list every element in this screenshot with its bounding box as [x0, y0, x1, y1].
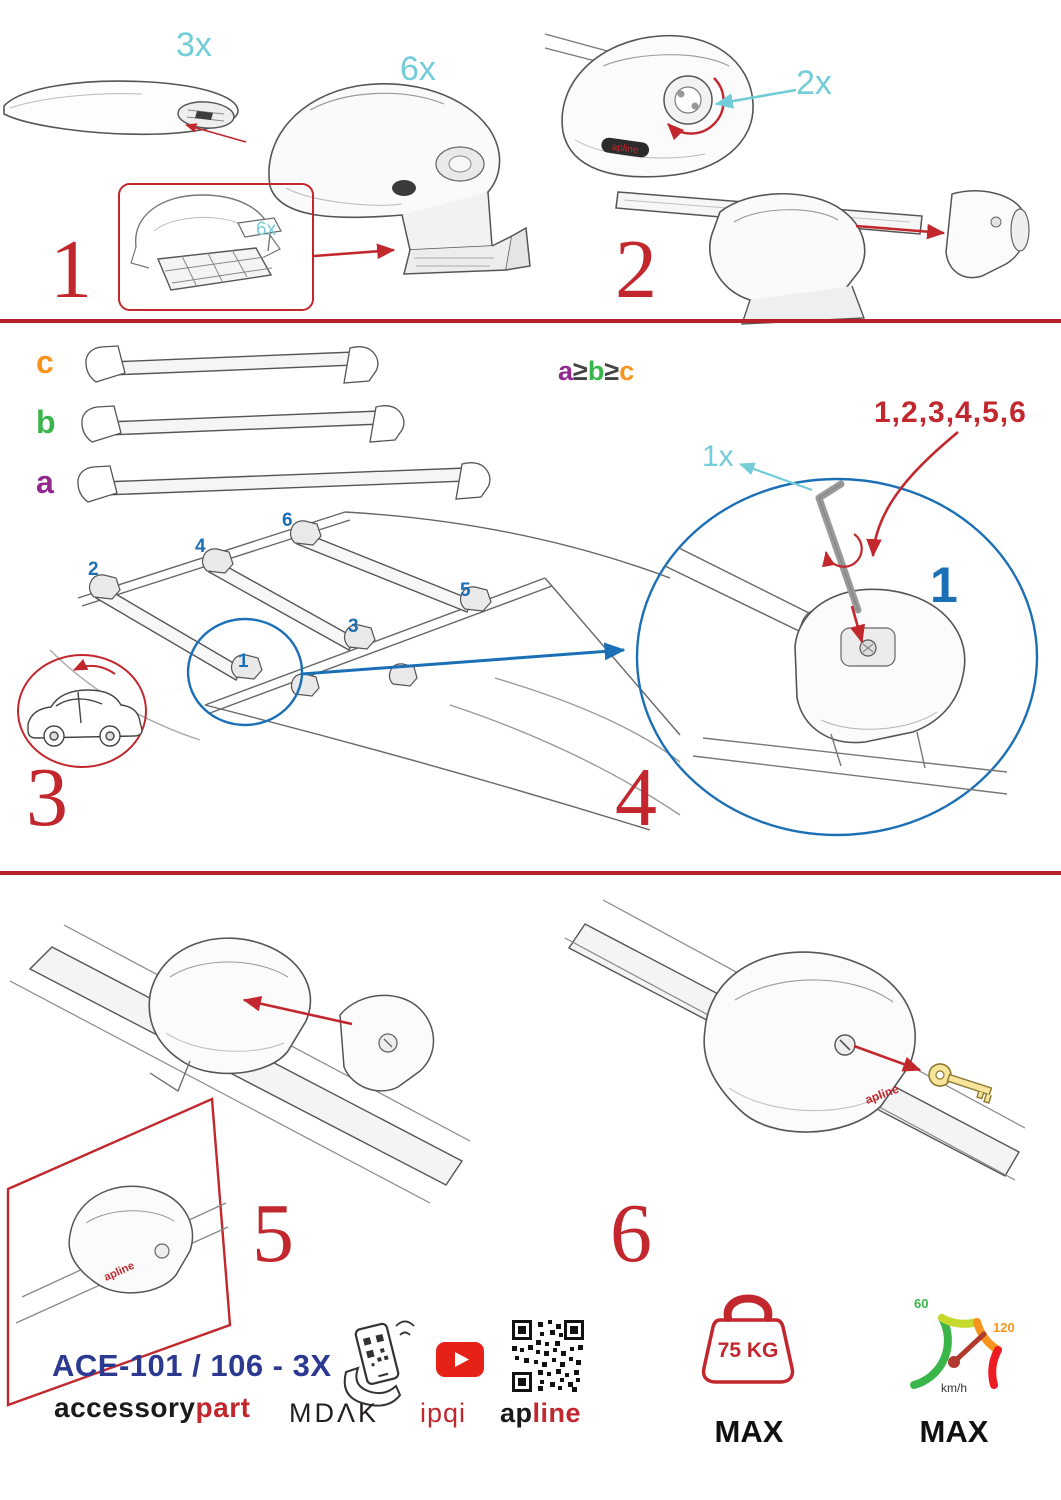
apline-logo: apline: [500, 1398, 581, 1429]
roof-rail-under-foot: [692, 731, 1008, 795]
foot-body: [709, 192, 866, 325]
position-4: 4: [195, 536, 206, 557]
crossbar-a: [77, 462, 491, 503]
bar-label-a: a: [36, 464, 54, 500]
bar-label-c: c: [36, 344, 54, 380]
crossbars-stack-drawing: [77, 345, 491, 503]
bar-label-b: b: [36, 404, 56, 440]
rule-ge-1: ≥: [573, 356, 588, 386]
max-load-value: 75 KG: [718, 1339, 779, 1362]
rule-b: b: [587, 356, 605, 386]
brand-badge: apline: [601, 137, 650, 158]
bar-endcap-drawing: [615, 190, 1030, 325]
qr-code: [512, 1320, 584, 1392]
max-load-icon: 75 KG: [701, 1294, 795, 1384]
torque-detail-drawing: [635, 477, 1039, 837]
end-cap: [945, 190, 1030, 279]
speed-high-tick: 120: [993, 1320, 1015, 1335]
max-speed-icon: 60 120 km/h: [910, 1296, 1015, 1395]
scan-qr-phone-icon: [343, 1320, 415, 1407]
crossbar-profile-drawing: [3, 80, 239, 136]
max-speed-label: MAX: [919, 1414, 989, 1449]
size-rule: a≥b≥c: [558, 356, 634, 387]
position-6: 6: [282, 510, 293, 531]
section-divider-2: [0, 871, 1061, 875]
key: [928, 1063, 993, 1104]
youtube-icon: [436, 1342, 484, 1377]
crossbar-body: [3, 80, 239, 136]
speed-unit: km/h: [941, 1381, 967, 1395]
speed-needle: [951, 1331, 987, 1365]
crossbar-c: [85, 345, 379, 384]
step-4-number: 4: [615, 751, 657, 844]
inset-foot: apline: [68, 1185, 194, 1294]
step-2-number: 2: [615, 223, 657, 316]
bar-into-foot: [664, 547, 821, 638]
model-number: ACE-101 / 106 - 3X: [52, 1348, 332, 1383]
speed-low-tick: 60: [914, 1296, 928, 1311]
step-3-number: 3: [26, 751, 68, 844]
foot-cover: [268, 82, 501, 220]
rubber-pad: [156, 217, 282, 291]
position-5: 5: [460, 580, 471, 601]
pad-detail-drawing: [130, 194, 282, 291]
apline-logo-black: ap: [500, 1398, 533, 1428]
section-divider-1: [0, 319, 1061, 323]
rule-ge-2: ≥: [604, 356, 620, 386]
max-load-label: MAX: [714, 1414, 784, 1449]
crossbar-b: [81, 405, 405, 443]
position-1: 1: [238, 651, 249, 672]
mounted-crossbars: [95, 531, 473, 681]
step-6-number: 6: [610, 1187, 652, 1280]
inset-circle: [17, 654, 147, 768]
apline-logo-red: line: [532, 1398, 582, 1428]
ipqi-logo: ipqi: [420, 1398, 467, 1428]
brand-badge: [392, 180, 416, 196]
tool-quantity-label: 1x: [702, 440, 734, 473]
foot-clamp-base: [401, 191, 531, 275]
knob-quantity-label: 2x: [796, 64, 832, 102]
magnifier-circle: [635, 477, 1039, 837]
mdak-logo: MDΛK: [289, 1398, 380, 1428]
rule-a: a: [558, 356, 574, 386]
cover-install-drawing: [9, 924, 471, 1204]
tightening-sequence-label: 1,2,3,4,5,6: [874, 396, 1027, 429]
position-2: 2: [88, 559, 99, 580]
locked-foot-inset: apline: [6, 1097, 232, 1407]
bar-quantity-label: 3x: [176, 26, 212, 64]
apline-logo-text: apline: [611, 142, 639, 157]
adjustment-knob: [663, 75, 713, 125]
car-side-view: [27, 689, 143, 747]
car-direction-inset: [17, 654, 147, 768]
pad-quantity-label: 6x: [256, 219, 277, 240]
foot-body: [544, 33, 754, 178]
sequence-first-number: 1: [930, 557, 958, 613]
accessorypart-logo: accessorypart: [54, 1392, 250, 1424]
step-5-number: 5: [252, 1187, 294, 1280]
pad-detail-inset: 6x: [118, 183, 314, 311]
allen-key: [815, 480, 862, 614]
accessorypart-logo-red: part: [195, 1392, 251, 1423]
foot-assembly-drawing: [268, 82, 531, 275]
key-lock-drawing: apline: [564, 899, 1026, 1181]
lock-cover-piece: [339, 994, 435, 1092]
step-1-number: 1: [50, 223, 92, 316]
position-3: 3: [348, 616, 359, 637]
rule-c: c: [619, 356, 635, 386]
foot-quantity-label: 6x: [400, 50, 436, 88]
accessorypart-logo-black: accessory: [54, 1392, 196, 1423]
mounted-foot: [148, 937, 312, 1092]
